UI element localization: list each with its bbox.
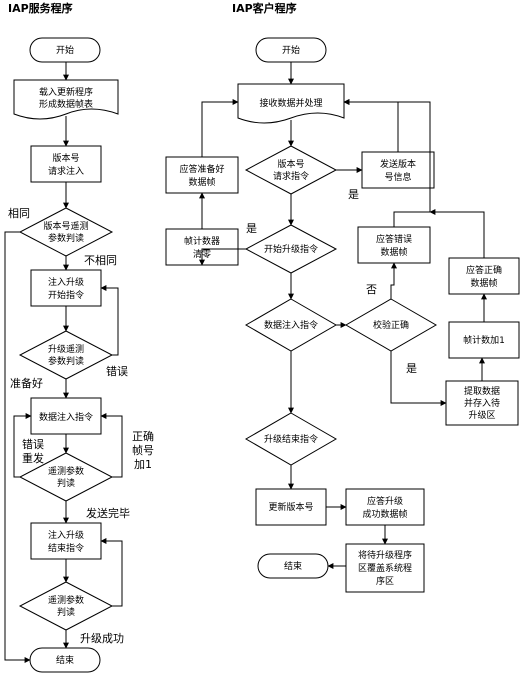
left-label-same: 相同: [8, 207, 30, 220]
right-ready-frame-box: [165, 156, 239, 194]
right-label-no: 否: [366, 283, 377, 296]
right-error-frame-line1: 应答错误: [376, 233, 412, 245]
left-inject-upgrade-line1: 注入升级: [48, 276, 84, 288]
left-version-request-line2: 请求注入: [48, 165, 84, 177]
right-send-version-line1: 发送版本: [380, 158, 416, 170]
right-edge-startupgrade-reset-connector: [199, 248, 246, 266]
left-version-request-box: [30, 145, 102, 183]
right-version-cmd-diamond: [244, 145, 338, 195]
right-edge-verify-no-error: [390, 262, 397, 299]
right-extract-line3: 升级区: [468, 409, 495, 421]
left-label-ready: 准备好: [10, 376, 43, 390]
right-extract-line1: 提取数据: [464, 385, 500, 397]
left-upgrade-check-diamond: [18, 330, 114, 380]
right-send-version-line2: 号信息: [384, 171, 411, 183]
right-success-frame-line1: 应答升级: [367, 495, 403, 507]
right-label-yes2: 是: [246, 222, 257, 235]
left-load-line2: 形成数据帧表: [39, 98, 93, 110]
right-ready-frame-line1: 应答准备好: [179, 163, 224, 175]
right-start-label: 开始: [282, 44, 300, 56]
left-data-inject-label: 数据注入指令: [39, 411, 93, 423]
left-start-label: 开始: [56, 44, 74, 56]
right-title: IAP客户程序: [232, 1, 297, 15]
left-load-document: [13, 79, 119, 120]
right-end-upgrade-label: 升级结束指令: [264, 433, 318, 445]
right-end-label: 结束: [284, 560, 302, 572]
left-label-correct3: 加1: [134, 458, 152, 471]
right-start-upgrade-label: 开始升级指令: [264, 243, 318, 255]
left-title: IAP服务程序: [8, 1, 73, 15]
left-telemetry-check2-line1: 遥测参数: [48, 594, 84, 606]
left-start-terminal: [29, 37, 101, 63]
right-error-frame-box: [357, 226, 431, 264]
right-success-frame-box: [345, 488, 425, 526]
right-ready-frame-line2: 数据帧: [188, 176, 215, 188]
right-error-frame-line2: 数据帧: [380, 246, 407, 258]
right-edge-correct-receive: [429, 209, 485, 258]
left-label-error-resend2: 重发: [22, 451, 44, 465]
right-extract-box: [445, 380, 519, 426]
left-inject-end-line2: 结束指令: [48, 542, 84, 554]
left-label-correct2: 帧号: [132, 443, 154, 457]
left-version-check-diamond: [18, 207, 114, 257]
right-data-inject-label: 数据注入指令: [264, 319, 318, 331]
left-edge-correct-loop: [100, 413, 123, 478]
left-telemetry-check2-diamond: [18, 581, 114, 631]
right-overwrite-box: [345, 543, 425, 593]
right-overwrite-line2: 区覆盖系统程: [358, 562, 412, 574]
right-receive-label: 接收数据并处理: [259, 97, 322, 109]
left-label-error-resend1: 错误: [22, 437, 44, 451]
right-frame-inc-label: 帧计数加1: [463, 334, 505, 346]
left-load-line1: 载入更新程序: [39, 86, 93, 98]
left-version-check-line1: 版本号遥测: [43, 220, 88, 232]
right-correct-frame-line2: 数据帧: [470, 277, 497, 289]
right-frame-inc-box: [448, 321, 520, 359]
right-extract-line2: 并存入待: [464, 397, 500, 409]
right-update-version-label: 更新版本号: [268, 501, 313, 513]
left-inject-end-line1: 注入升级: [48, 529, 84, 541]
left-label-error1: 错误: [106, 364, 128, 378]
left-edge-error-resend-loop: [13, 413, 32, 478]
right-correct-frame-line1: 应答正确: [466, 264, 502, 276]
right-edge-send-receive: [343, 99, 399, 152]
left-end-label: 结束: [56, 654, 74, 666]
left-edge-upgradecheck-error-loop: [100, 285, 119, 356]
left-inject-upgrade-line2: 开始指令: [48, 289, 84, 301]
left-label-diff: 不相同: [84, 254, 117, 267]
left-edge-check2-loop: [100, 538, 123, 607]
left-label-correct1: 正确: [132, 430, 154, 443]
right-version-cmd-line1: 版本号: [277, 158, 304, 170]
left-upgrade-check-line1: 升级遥测: [48, 343, 84, 355]
left-telemetry-check1-line2: 判读: [57, 477, 75, 489]
left-edge-same-to-end: [4, 231, 31, 663]
right-label-yes1: 是: [348, 188, 359, 201]
right-overwrite-line1: 将待升级程序: [358, 549, 412, 561]
left-upgrade-check-line2: 参数判读: [48, 355, 84, 367]
left-version-check-line2: 参数判读: [48, 232, 84, 244]
right-label-yes3: 是: [406, 362, 417, 375]
right-frame-reset-line1: 帧计数器: [184, 235, 220, 247]
right-edge-verify-yes-extract: [390, 351, 447, 406]
left-label-upgrade-success: 升级成功: [80, 632, 124, 645]
left-telemetry-check2-line2: 判读: [57, 606, 75, 618]
right-receive-document: [237, 83, 345, 124]
right-verify-label: 校验正确: [373, 319, 409, 331]
right-overwrite-line3: 序区: [376, 575, 394, 587]
left-telemetry-check1-line1: 遥测参数: [48, 465, 84, 477]
right-success-frame-line2: 成功数据帧: [362, 508, 407, 520]
right-edge-ready-receive: [201, 99, 239, 157]
right-version-cmd-line2: 请求指令: [273, 170, 309, 182]
left-label-sent-done: 发送完毕: [86, 506, 130, 520]
left-version-request-line1: 版本号: [52, 152, 79, 164]
